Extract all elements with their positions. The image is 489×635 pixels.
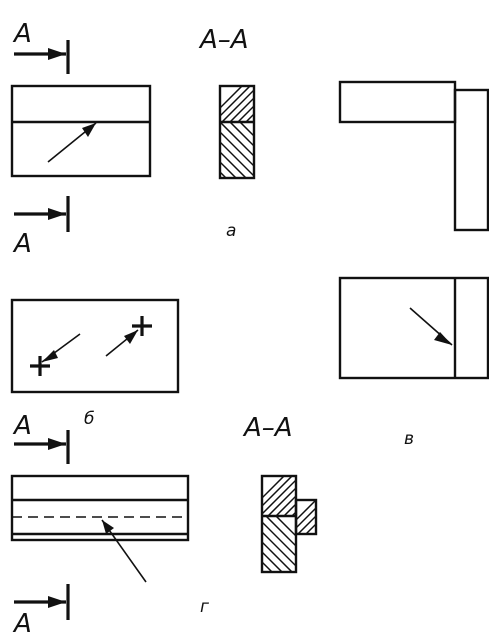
variant-label-g: г [200,597,209,617]
plan-view-a [10,84,152,178]
section-arrow-top-a [14,40,70,74]
section-arrow-bottom-a [14,196,70,232]
variant-a-group: A A A–A [10,19,256,259]
plan-view-b [10,298,180,394]
variant-label-v: в [404,429,414,449]
section-letter-bottom-g: A [12,609,32,635]
section-view-a [218,84,256,180]
section-arrow-top-g [14,430,70,464]
elevation-view-v [338,80,489,232]
variant-g-group: A A A–A [10,411,318,635]
section-view-g [260,474,318,574]
variant-label-a: а [226,221,236,241]
section-title-a: A–A [198,25,249,55]
section-title-g: A–A [242,413,293,443]
section-letter-bottom-a: A [12,229,32,259]
variant-b-group: б [10,298,180,429]
section-letter-top-a: A [12,19,32,49]
plan-view-v [338,276,489,380]
section-letter-top-g: A [12,411,32,441]
section-arrow-bottom-g [14,584,70,620]
plan-view-g [10,474,190,583]
variant-v-group: в [338,80,489,449]
variant-label-b: б [84,409,94,429]
